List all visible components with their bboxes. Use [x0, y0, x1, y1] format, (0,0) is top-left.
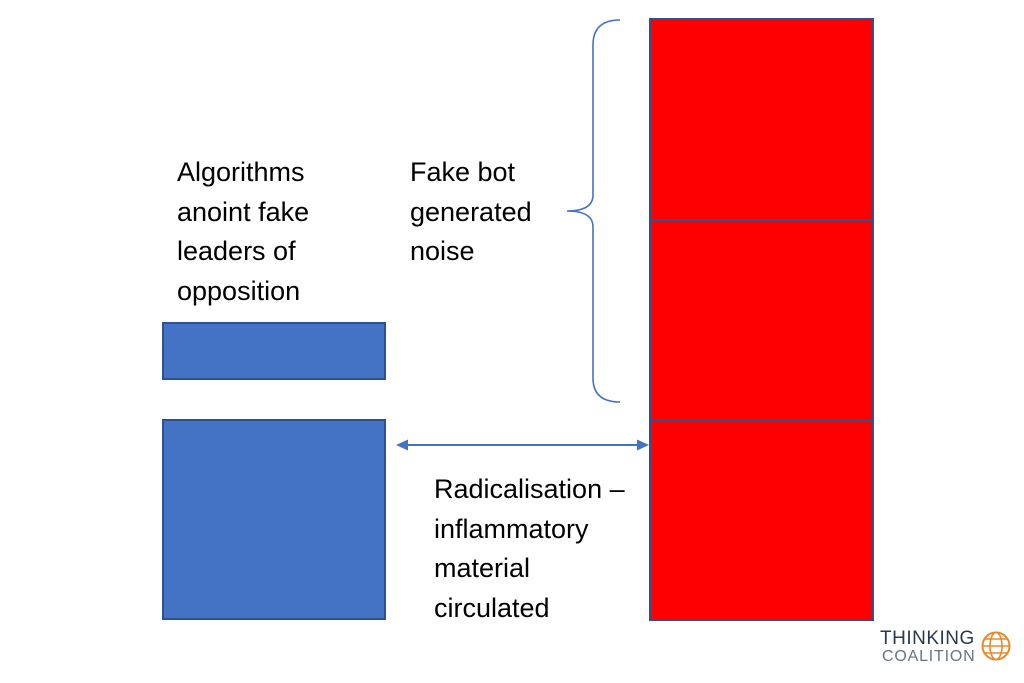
logo-line-1: THINKING [880, 628, 975, 649]
radicalisation-line-3: material [434, 553, 531, 583]
algorithms-label: Algorithms anoint fake leaders of opposi… [177, 153, 309, 311]
red-block-middle [649, 219, 874, 422]
radicalisation-line-2: inflammatory [434, 513, 589, 544]
algorithms-line-1: Algorithms [177, 157, 305, 187]
double-arrow [396, 439, 649, 451]
algorithms-line-3: leaders of [177, 236, 296, 266]
algorithms-line-2: anoint fake [177, 196, 310, 227]
bot-noise-line-3: noise [410, 236, 475, 266]
radicalisation-label: Radicalisation – inflammatory material c… [434, 470, 625, 628]
globe-icon [981, 631, 1011, 661]
thinking-coalition-logo: THINKING COALITION [880, 629, 1012, 669]
large-blue-block [162, 419, 386, 620]
brace [566, 19, 621, 403]
bot-noise-label: Fake bot generated noise [410, 153, 532, 272]
radicalisation-line-4: circulated [434, 592, 550, 623]
bot-noise-line-1: Fake bot [410, 157, 516, 187]
algorithms-line-4: opposition [177, 275, 301, 306]
bot-noise-line-2: generated [410, 196, 532, 227]
red-block-bottom [649, 420, 874, 621]
logo-line-2: COALITION [882, 648, 976, 665]
radicalisation-line-1: Radicalisation – [434, 474, 625, 504]
small-blue-block [162, 322, 386, 380]
